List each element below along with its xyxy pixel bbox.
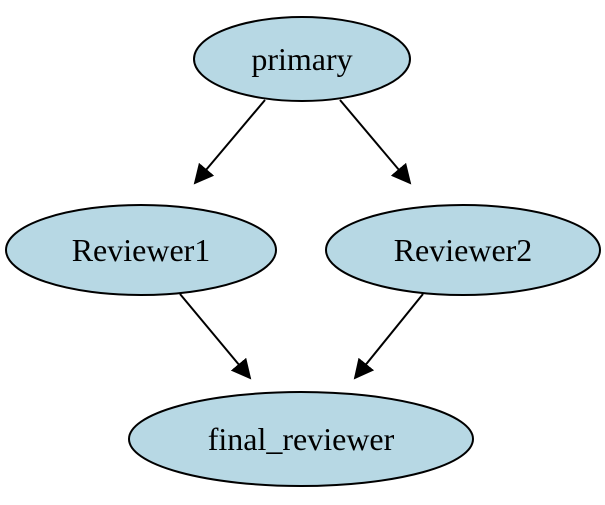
node-final-reviewer-label: final_reviewer	[208, 421, 395, 457]
node-final-reviewer-shape	[128, 391, 474, 487]
node-primary-shape	[193, 16, 411, 102]
node-reviewer1-shape	[5, 204, 277, 296]
node-reviewer2-shape	[325, 204, 601, 296]
edge-primary-to-reviewer1	[193, 99, 266, 185]
node-reviewer2-label: Reviewer2	[394, 232, 533, 268]
node-reviewer1-label: Reviewer1	[72, 232, 211, 268]
node-reviewer2[interactable]: Reviewer2	[325, 204, 601, 296]
node-primary[interactable]: primary	[193, 16, 411, 102]
node-reviewer1[interactable]: Reviewer1	[5, 204, 277, 296]
edge-primary-to-reviewer2	[339, 99, 412, 185]
node-primary-label: primary	[251, 41, 352, 77]
edges	[179, 99, 424, 380]
edge-reviewer1-to-final-reviewer	[179, 293, 252, 380]
node-final-reviewer[interactable]: final_reviewer	[128, 391, 474, 487]
edge-reviewer2-to-final-reviewer	[353, 293, 424, 380]
